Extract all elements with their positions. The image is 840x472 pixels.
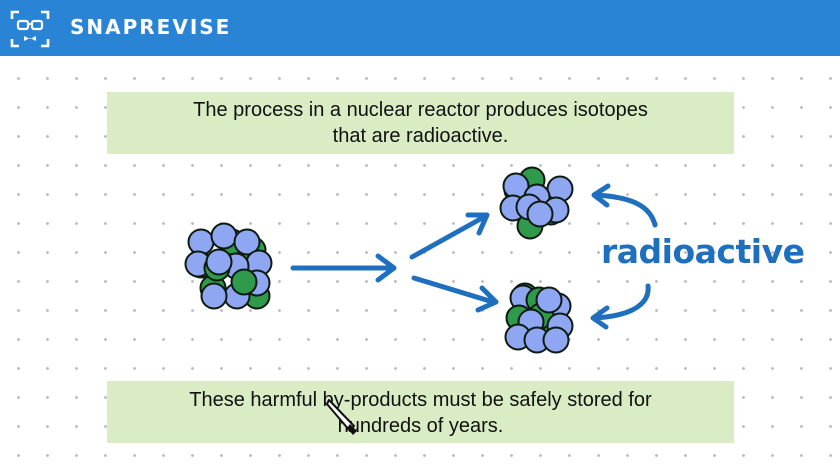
note-top-line1: The process in a nuclear reactor produce…	[193, 99, 648, 121]
brand-name: SNAPREVISE	[70, 15, 232, 39]
note-bottom-line2: hundreds of years.	[337, 415, 504, 437]
glasses-robot-face-icon	[10, 10, 50, 48]
header-bar: SNAPREVISE	[0, 0, 840, 56]
note-top-line2: that are radioactive.	[332, 125, 509, 147]
radioactive-label: radioactive	[601, 232, 805, 271]
note-bottom-line1: These harmful by-products must be safely…	[189, 389, 652, 411]
note-bottom: These harmful by-products must be safely…	[107, 381, 734, 443]
pen-cursor-icon	[326, 399, 357, 435]
note-top: The process in a nuclear reactor produce…	[107, 92, 734, 154]
